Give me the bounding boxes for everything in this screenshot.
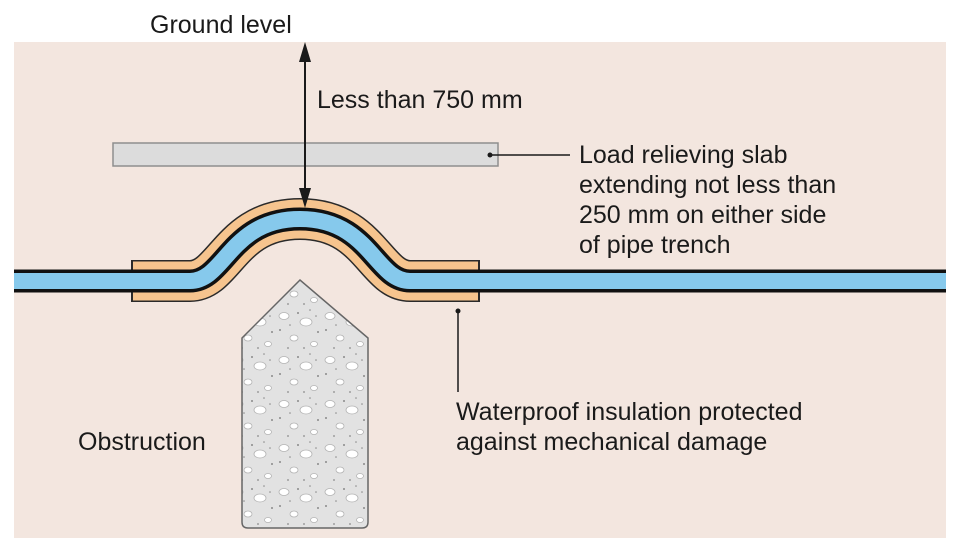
water-pipe bbox=[14, 207, 946, 293]
slab-label-line-2: extending not less than bbox=[579, 171, 836, 199]
slab-label-line-4: of pipe trench bbox=[579, 231, 731, 259]
depth-label: Less than 750 mm bbox=[317, 86, 523, 114]
depth-arrow bbox=[299, 42, 311, 208]
obstruction-block bbox=[241, 278, 369, 529]
obstruction-label: Obstruction bbox=[78, 428, 206, 456]
slab-label-line-1: Load relieving slab bbox=[579, 141, 787, 169]
slab-label-line-3: 250 mm on either side bbox=[579, 201, 826, 229]
insulation-label-line-1: Waterproof insulation protected bbox=[456, 398, 802, 426]
insulation-leader-line bbox=[455, 308, 461, 392]
ground-level-label: Ground level bbox=[150, 11, 292, 39]
slab-leader-line bbox=[487, 152, 570, 158]
insulation-label-line-2: against mechanical damage bbox=[456, 428, 767, 456]
